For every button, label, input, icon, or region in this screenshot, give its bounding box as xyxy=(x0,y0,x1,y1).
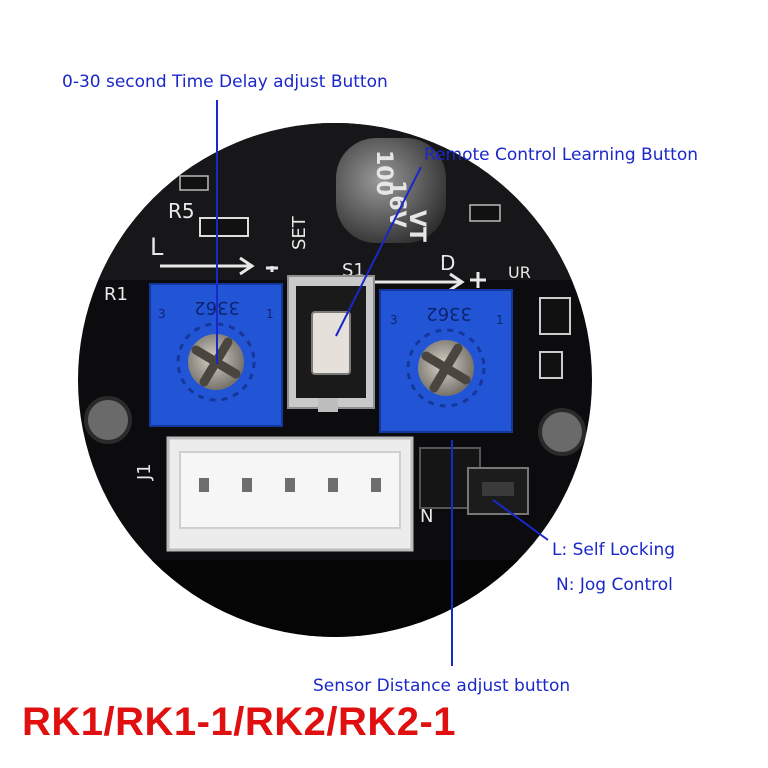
mode-jumper xyxy=(419,447,529,515)
self-locking-label: L: Self Locking xyxy=(552,540,676,560)
smd-part-top xyxy=(179,175,209,191)
leader-lines xyxy=(216,100,549,666)
remote-learning-label: Remote Control Learning Button xyxy=(424,145,699,165)
capacitor: 100 16V VT xyxy=(336,138,446,243)
capacitor-text-2: 16V xyxy=(384,180,409,228)
silk-d: D xyxy=(440,251,455,275)
mounting-hole-left xyxy=(84,396,132,444)
smd-part-right-2 xyxy=(539,297,571,335)
silk-r5: R5 xyxy=(168,199,195,223)
pot-right-pin1: 1 xyxy=(496,313,504,327)
model-title: RK1/RK1-1/RK2/RK2-1 xyxy=(22,700,457,744)
time-delay-label: 0-30 second Time Delay adjust Button xyxy=(62,72,388,92)
silkscreen-arrows xyxy=(160,256,486,292)
silk-j1: J1 xyxy=(134,463,155,481)
pot-left-pin3: 3 xyxy=(158,307,166,321)
pot-right-code: 3362 xyxy=(426,303,472,324)
smd-part-right-3 xyxy=(539,351,563,379)
pot-left-pin1: 1 xyxy=(266,307,274,321)
smd-part-right xyxy=(469,204,501,222)
jog-control-label: N: Jog Control xyxy=(556,575,673,595)
silk-r1: R1 xyxy=(104,284,128,305)
smd-resistor-r5 xyxy=(199,217,249,237)
silk-ur: UR xyxy=(508,263,531,282)
remote-learning-switch xyxy=(287,275,375,412)
sensor-distance-label: Sensor Distance adjust button xyxy=(313,676,571,696)
connector-j1 xyxy=(166,436,414,552)
silk-n: N xyxy=(420,506,433,527)
silk-l: L xyxy=(150,233,164,261)
capacitor-text-1: 100 xyxy=(371,150,396,196)
mounting-hole-right xyxy=(538,408,586,456)
pot-right-pin3: 3 xyxy=(390,313,398,327)
sensor-distance-potentiometer: 3362 3 1 xyxy=(379,289,513,433)
silk-set: SET xyxy=(289,215,310,250)
capacitor-text-3: VT xyxy=(404,210,429,242)
